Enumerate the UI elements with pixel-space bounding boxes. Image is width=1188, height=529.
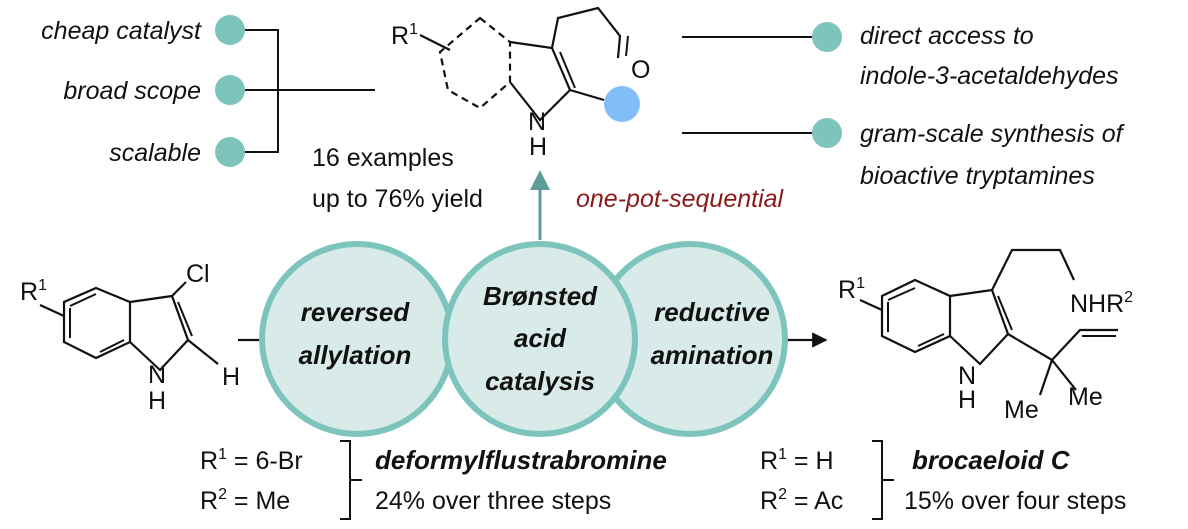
bracket-right	[872, 440, 894, 520]
one-pot-label: one-pot-sequential	[576, 185, 785, 213]
atom-N: N	[148, 361, 166, 389]
bracket-connector	[245, 29, 375, 153]
bullet-dot-icon	[215, 15, 245, 45]
circle-left-line2: allylation	[299, 340, 412, 370]
feature-connector	[682, 36, 812, 134]
atom-Me: Me	[1004, 396, 1039, 424]
atom-N: N	[958, 362, 976, 390]
atom-H: H	[148, 387, 166, 415]
bullet-dot-icon	[812, 22, 842, 52]
right-feature-list: direct access to indole-3-acetaldehydes …	[682, 22, 1126, 190]
circle-mid-line3: catalysis	[485, 366, 595, 396]
atom-NHR2: NHR2	[1070, 289, 1133, 318]
atom-R1: R1	[20, 277, 47, 306]
circle-mid-line1: Brønsted	[483, 281, 598, 311]
feature-cheap-catalyst: cheap catalyst	[41, 17, 202, 45]
atom-H: H	[222, 363, 240, 391]
feature-scalable: scalable	[109, 139, 201, 167]
conditions-right: R1 = H R2 = Ac brocaeloid C 15% over fou…	[760, 440, 1126, 520]
left-feature-list: cheap catalyst broad scope scalable	[41, 15, 375, 167]
tryptamine-structure	[859, 248, 1118, 396]
atom-N: N	[528, 108, 546, 136]
atom-H: H	[529, 133, 547, 161]
circle-bronsted-acid-catalysis	[442, 241, 638, 437]
atom-R1: R1	[391, 21, 418, 50]
yield-left: 24% over three steps	[375, 487, 611, 515]
yield-right: 15% over four steps	[904, 487, 1126, 515]
bracket-left	[340, 440, 362, 520]
indole-acetaldehyde-structure	[419, 6, 629, 122]
bullet-dot-icon	[812, 118, 842, 148]
r2-condition-right: R2 = Ac	[760, 486, 843, 515]
process-circles	[259, 241, 788, 437]
feature-gram-scale-line1: gram-scale synthesis of	[860, 120, 1126, 148]
feature-gram-scale-line2: bioactive tryptamines	[860, 162, 1095, 190]
feature-broad-scope: broad scope	[63, 77, 201, 105]
circle-mid-line2: acid	[514, 323, 567, 353]
circle-right-line1: reductive	[654, 297, 770, 327]
bullet-dot-icon	[215, 75, 245, 105]
substituent-dot-icon	[604, 86, 640, 122]
atom-Cl: Cl	[186, 260, 210, 288]
r1-condition-right: R1 = H	[760, 446, 834, 475]
circle-right-line2: amination	[651, 340, 774, 370]
stats-yield: up to 76% yield	[312, 185, 483, 213]
r1-condition-left: R1 = 6-Br	[200, 446, 303, 475]
feature-direct-access-line1: direct access to	[860, 22, 1034, 50]
target-name-right: brocaeloid C	[912, 445, 1071, 475]
circle-left-line1: reversed	[301, 297, 411, 327]
circle-reversed-allylation	[259, 241, 455, 437]
target-name-left: deformylflustrabromine	[375, 445, 667, 475]
bullet-dot-icon	[215, 137, 245, 167]
stats-examples: 16 examples	[312, 144, 454, 172]
feature-direct-access-line2: indole-3-acetaldehydes	[860, 62, 1119, 90]
conditions-left: R1 = 6-Br R2 = Me deformylflustrabromine…	[200, 440, 667, 520]
atom-R1: R1	[838, 275, 865, 304]
r2-condition-left: R2 = Me	[200, 486, 290, 515]
chloroindole-structure	[39, 281, 219, 372]
atom-H: H	[958, 386, 976, 414]
atom-Me: Me	[1068, 383, 1103, 411]
atom-O: O	[631, 56, 650, 84]
up-arrow	[530, 170, 550, 240]
